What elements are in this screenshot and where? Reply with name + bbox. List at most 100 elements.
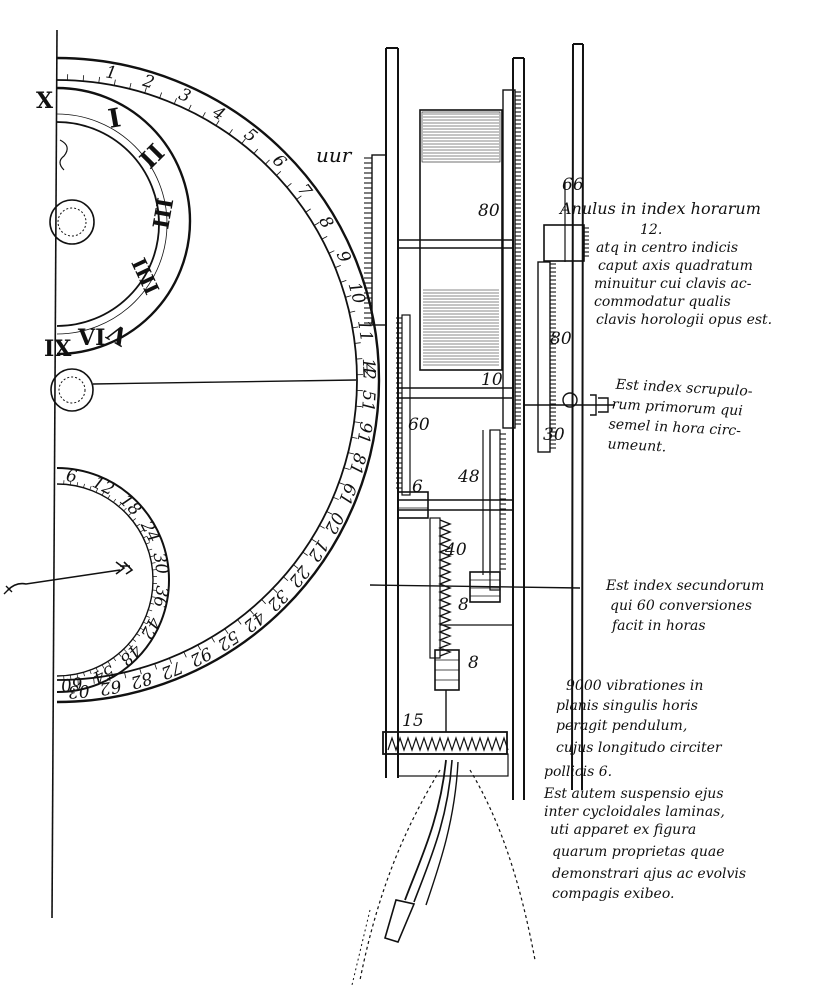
svg-text:atq in centro indicis: atq in centro indicis xyxy=(596,240,738,256)
svg-text:80: 80 xyxy=(478,201,500,221)
svg-text:III: III xyxy=(148,196,179,231)
svg-text:uti apparet ex figura: uti apparet ex figura xyxy=(550,822,696,838)
svg-text:Est index scrupulo-: Est index scrupulo- xyxy=(614,377,753,400)
minute-ring-numeral: 4 xyxy=(358,362,378,375)
front-wheel xyxy=(371,154,387,326)
note-pendulum: 9000 vibrationes in planis singulis hori… xyxy=(543,678,746,902)
label-uur: uur xyxy=(316,143,353,167)
seconds-hand xyxy=(7,569,121,591)
minute-ring-numeral: 02 xyxy=(320,509,348,537)
minute-hand-boss xyxy=(50,368,94,412)
svg-text:Est index secundorum: Est index secundorum xyxy=(605,578,764,594)
hour-ring-mid xyxy=(56,113,168,335)
minute-ring-numeral: 92 xyxy=(186,642,214,670)
svg-text:clavis horologii opus est.: clavis horologii opus est. xyxy=(596,312,772,328)
svg-text:8: 8 xyxy=(458,595,469,615)
pendulum-rod xyxy=(404,759,447,901)
svg-text:48: 48 xyxy=(457,467,480,487)
seconds-ring-numeral: 12 xyxy=(89,473,117,500)
svg-text:umeunt.: umeunt. xyxy=(607,436,666,455)
barrel-hatching xyxy=(423,113,499,366)
svg-text:8: 8 xyxy=(468,653,479,673)
svg-text:semel in hora circ-: semel in hora circ- xyxy=(608,416,741,439)
svg-text:12.: 12. xyxy=(640,222,662,238)
label-ix: IX xyxy=(44,336,72,362)
svg-text:qui 60 conversiones: qui 60 conversiones xyxy=(610,598,752,614)
seconds-dial-ticks xyxy=(63,480,157,680)
cycloid-cheek-right xyxy=(469,769,536,961)
plate-back-right xyxy=(512,57,525,800)
gear-numbers: 66 80 80 60 30 10 48 6 40 8 8 15 xyxy=(402,175,584,731)
great-wheel xyxy=(502,89,516,429)
seconds-ring-numeral: 48 xyxy=(115,639,145,669)
cycloid-cheek-left xyxy=(359,769,441,981)
minute-ring-numeral: 91 xyxy=(352,420,375,445)
plate-outer-right xyxy=(571,43,584,791)
seconds-ring-numeral: 36 xyxy=(149,584,172,609)
hour-ring-numeral: 9 xyxy=(332,248,355,266)
hour-ring-numeral: 11 xyxy=(353,319,376,344)
svg-text:15: 15 xyxy=(402,711,424,731)
minute-ring-ticks xyxy=(67,74,363,686)
right-column-teeth xyxy=(550,263,556,449)
note-seconds-index: Est index secundorum qui 60 conversiones… xyxy=(605,578,764,634)
seconds-dial-outer xyxy=(56,467,170,693)
seconds-ring-numeral: 6 xyxy=(65,466,79,487)
seconds-ring-numeral: 18 xyxy=(115,491,145,521)
hour-ring-numeral: 12 xyxy=(358,358,379,380)
minute-ring-numeral: 62 xyxy=(98,675,123,698)
wheel-48-teeth xyxy=(500,433,506,570)
svg-text:I: I xyxy=(106,103,123,135)
svg-text:planis singulis horis: planis singulis horis xyxy=(556,698,698,714)
motion-wheel-66 xyxy=(543,224,585,262)
svg-text:6: 6 xyxy=(412,477,423,497)
minute-ring-numeral: 03 xyxy=(67,680,90,701)
seconds-ring-numeral: 24 xyxy=(136,517,164,546)
seconds-ring-numeral: 30 xyxy=(149,551,172,576)
svg-text:Est autem suspensio ejus: Est autem suspensio ejus xyxy=(543,786,724,802)
svg-text:demonstrari ajus ac evolvis: demonstrari ajus ac evolvis xyxy=(552,866,746,882)
svg-text:facit in horas: facit in horas xyxy=(611,618,706,634)
spring-barrel xyxy=(419,109,503,371)
svg-text:VI: VI xyxy=(77,325,105,351)
label-x: X xyxy=(36,88,54,114)
movement xyxy=(351,43,615,986)
minute-ring-numeral: 42 xyxy=(239,606,269,636)
hour-ring-inner xyxy=(56,121,160,327)
front-wheel-teeth xyxy=(364,157,372,324)
svg-text:rum primorum qui: rum primorum qui xyxy=(611,397,743,420)
svg-text:V: V xyxy=(102,317,134,352)
svg-text:inter cycloidales laminas,: inter cycloidales laminas, xyxy=(544,804,725,820)
svg-text:commodatur qualis: commodatur qualis xyxy=(594,294,731,310)
minute-ring-numeral: 51 xyxy=(357,390,378,413)
svg-text:30: 30 xyxy=(543,425,565,445)
seconds-ring-numeral: 42 xyxy=(136,613,164,642)
svg-text:quarum proprietas quae: quarum proprietas quae xyxy=(552,844,724,860)
svg-text:80: 80 xyxy=(550,329,572,349)
wheel-60 xyxy=(401,314,411,496)
seconds-ring-numeral: 60 xyxy=(59,672,83,695)
minute-ring-numeral: 12 xyxy=(303,536,332,565)
seconds-dial-inner xyxy=(56,483,154,677)
svg-text:9000 vibrationes in: 9000 vibrationes in xyxy=(566,678,703,694)
minute-hand xyxy=(92,379,357,385)
note-minute-index: Est index scrupulo- rum primorum qui sem… xyxy=(607,377,753,456)
hour-ring-numeral: 2 xyxy=(139,71,156,94)
svg-text:caput axis quadratum: caput axis quadratum xyxy=(598,258,753,274)
svg-text:60: 60 xyxy=(408,415,430,435)
hour-ring-numeral: 3 xyxy=(176,85,194,108)
minute-ring-numeral: 32 xyxy=(263,585,292,614)
escape-wheel xyxy=(438,519,452,657)
great-wheel-teeth xyxy=(515,91,521,425)
svg-text:40: 40 xyxy=(444,540,467,560)
wheel-60-teeth xyxy=(396,317,402,489)
hour-ring-numeral: 1 xyxy=(104,62,118,84)
svg-text:pollicis 6.: pollicis 6. xyxy=(544,764,612,780)
note-hour-index: Anulus in index horarum 12. atq in centr… xyxy=(558,199,772,328)
svg-text:compagis exibeo.: compagis exibeo. xyxy=(552,886,674,902)
svg-text:Anulus in index horarum: Anulus in index horarum xyxy=(558,199,761,218)
